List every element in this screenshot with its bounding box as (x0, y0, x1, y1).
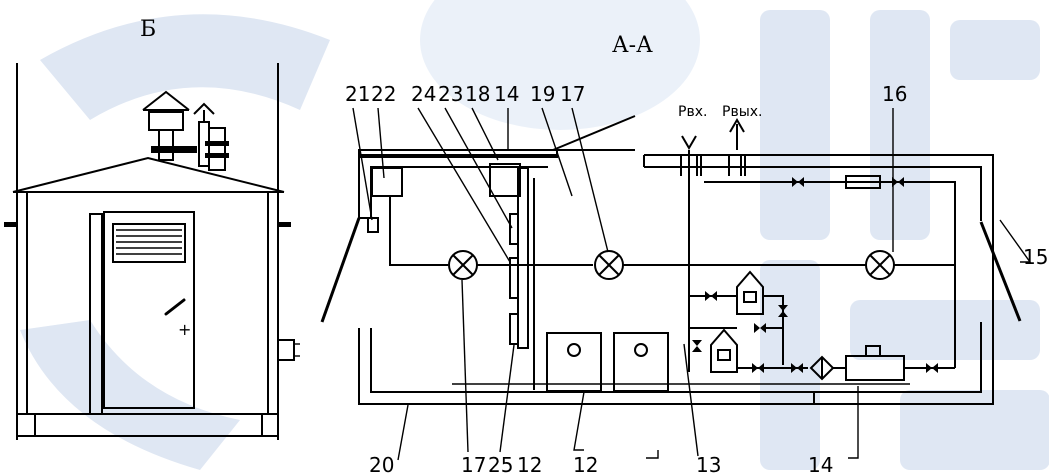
callout-14-bottom: 14 (808, 453, 833, 476)
callout-17-bottom: 17 (461, 453, 486, 476)
callout-22: 22 (371, 82, 396, 106)
callout-18: 18 (465, 82, 490, 106)
section-walls (320, 115, 1022, 405)
side-view-label: Б (140, 17, 156, 42)
heater-icon (371, 167, 403, 197)
callout-12-right: 12 (573, 453, 598, 476)
gas-valve-icon (792, 175, 904, 189)
inlet-pressure-label: Рвх. (678, 104, 707, 120)
boiler-icon (489, 163, 521, 197)
callout-12-left: 12 (517, 453, 542, 476)
outlet-pressure-label: Рвых. (722, 104, 762, 120)
svg-text:+: + (178, 320, 191, 339)
callout-16: 16 (882, 82, 907, 106)
heater-circles (594, 181, 956, 280)
callout-24: 24 (411, 82, 436, 106)
callout-25: 25 (488, 453, 513, 476)
pressure-regulator-icon (689, 270, 788, 373)
boilers (546, 332, 669, 392)
callout-17: 17 (560, 82, 585, 106)
gas-meter-icon (845, 265, 956, 381)
left-piping (367, 196, 593, 345)
callout-19: 19 (530, 82, 555, 106)
callout-23: 23 (438, 82, 463, 106)
deflector-icon (142, 90, 229, 171)
callout-21: 21 (345, 82, 370, 106)
side-view: + (4, 63, 300, 440)
section-label: А-А (612, 33, 653, 58)
inlet-outlet (680, 118, 746, 372)
callout-13: 13 (696, 453, 721, 476)
filter-icon (737, 355, 846, 381)
callout-14: 14 (494, 82, 519, 106)
callout-20: 20 (369, 453, 394, 476)
